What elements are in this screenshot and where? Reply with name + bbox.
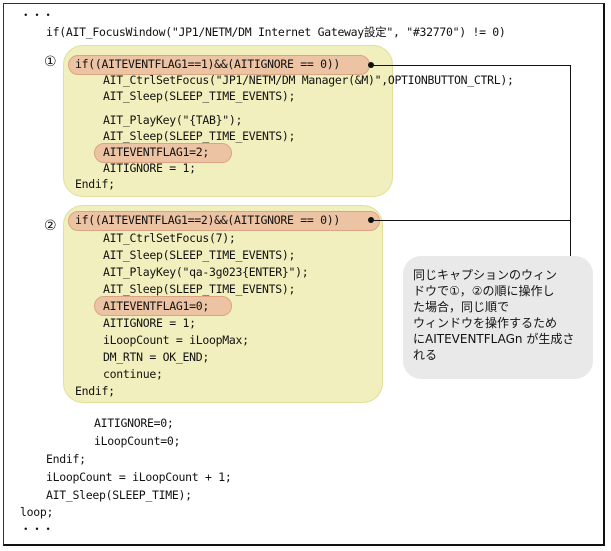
block-1-flag-highlight [94,143,232,163]
bottom-line: AIT_Sleep(SLEEP_TIME); [46,488,192,502]
block-2-condition: if((AITEVENTFLAG1==2)&&(AITIGNORE == 0)) [75,213,340,227]
callout-line: ウィンドウを操作するため [413,316,558,330]
block-2-condition-highlight [68,211,380,231]
callout-line: た場合，同じ順で [413,300,510,314]
bottom-line: iLoopCount=0; [94,434,181,448]
block-1-line: AIT_PlayKey("{TAB}"); [103,113,243,127]
diagram-frame [3,3,605,546]
focus-window-condition: if(AIT_FocusWindow("JP1/NETM/DM Internet… [46,25,506,39]
ellipsis-top: ・・・ [20,8,54,22]
block-1-condition: if((AITEVENTFLAG1==1)&&(AITIGNORE == 0)) [75,57,340,71]
callout-connector-line [570,65,571,256]
block-1-line: AIT_Sleep(SLEEP_TIME_EVENTS); [103,89,296,103]
block-1-line: AIT_CtrlSetFocus("JP1/NETM/DM Manager(&M… [103,73,514,87]
block-2-line: AIT_CtrlSetFocus(7); [103,231,236,245]
bottom-line: iLoopCount = iLoopCount + 1; [46,470,232,484]
block-2-connector-line [371,220,571,221]
block-2-line: continue; [103,367,163,381]
block-2-line: AITEVENTFLAG1=0; [103,299,209,313]
ellipsis-bottom: ・・・ [20,522,54,536]
block-2-line: AIT_Sleep(SLEEP_TIME_EVENTS); [103,282,296,296]
block-2-marker: ② [44,218,57,234]
block-2-line: AIT_Sleep(SLEEP_TIME_EVENTS); [103,248,296,262]
block-2-flag-highlight [94,296,232,316]
block-1-line: AITIGNORE = 1; [103,161,196,175]
block-1-line: AITEVENTFLAG1=2; [103,145,209,159]
explanation-callout: 同じキャプションのウィン ドウで①，②の順に操作し た場合，同じ順で ウィンドウ… [403,256,593,379]
callout-line: 同じキャプションのウィン [413,268,558,282]
block-2-end: Endif; [75,384,115,398]
block-2-line: DM_RTN = OK_END; [103,350,209,364]
block-1-marker: ① [44,54,57,70]
block-1-connector-line [371,65,571,66]
block-1-line: AIT_Sleep(SLEEP_TIME_EVENTS); [103,129,296,143]
callout-line: れる [413,348,438,362]
block-2-line: AIT_PlayKey("qa-3g023{ENTER}"); [103,265,309,279]
block-2-line: AITIGNORE = 1; [103,316,196,330]
block-1-end: Endif; [75,177,115,191]
callout-line: ドウで①，②の順に操作し [413,284,555,298]
bottom-line: Endif; [46,452,86,466]
bottom-line: loop; [20,505,54,519]
block-2-line: iLoopCount = iLoopMax; [103,333,249,347]
bottom-line: AITIGNORE=0; [94,416,174,430]
callout-line: にAITEVENTFLAGn が生成さ [413,332,575,346]
